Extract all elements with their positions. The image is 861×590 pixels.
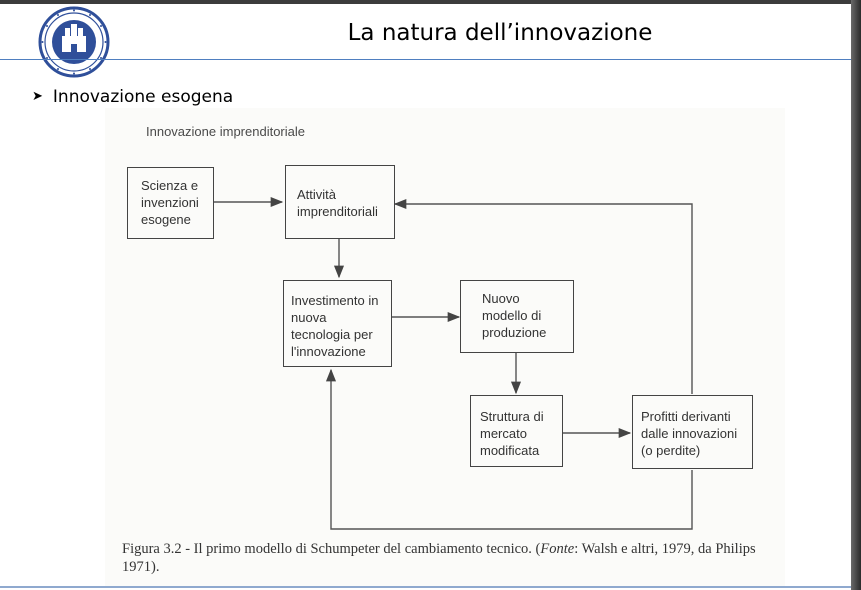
node-struttura-label: Struttura di mercato modificata: [480, 409, 544, 458]
arrowhead-bullet-icon: ➤: [32, 89, 43, 104]
node-profitti: [632, 395, 753, 469]
window-top-bar: [0, 0, 861, 4]
caption-text-post: : Walsh e altri, 1979, da Philips 1971).: [122, 541, 756, 575]
bullet-text: Innovazione esogena: [52, 87, 234, 107]
slide-title: La natura dell’innovazione: [347, 20, 653, 46]
diagram-title: Innovazione imprenditoriale: [146, 124, 305, 139]
node-scienza: [127, 167, 214, 239]
diagram-connectors: [214, 196, 693, 530]
node-nuovo-modello: [460, 280, 574, 353]
arrow-profitti-investimento: [325, 368, 693, 530]
node-struttura: [470, 395, 563, 467]
university-seal-icon: [38, 6, 110, 78]
node-attivita-label: Attività imprenditoriali: [297, 187, 378, 219]
node-scienza-label: Scienza e invenzioni esogene: [141, 178, 199, 227]
bullet-item: ➤ Innovazione esogena: [32, 87, 233, 107]
node-nuovo-modello-label: Nuovo modello di produzione: [482, 291, 547, 340]
caption-source-label: Fonte: [540, 541, 575, 557]
window-right-edge: [851, 0, 861, 590]
header-divider: [0, 59, 851, 60]
scanned-figure: [105, 108, 785, 586]
node-profitti-label: Profitti derivanti dalle innovazioni (o …: [641, 409, 738, 458]
node-attivita: [285, 165, 395, 239]
arrow-profitti-attivita: [393, 198, 693, 394]
footer-divider: [0, 586, 851, 588]
figure-caption: Figura 3.2 - Il primo modello di Schumpe…: [122, 540, 772, 576]
caption-text-pre: Figura 3.2 - Il primo modello di Schumpe…: [122, 541, 541, 557]
node-investimento-label: Investimento in nuova tecnologia per l'i…: [291, 293, 379, 359]
node-investimento: [283, 280, 392, 367]
